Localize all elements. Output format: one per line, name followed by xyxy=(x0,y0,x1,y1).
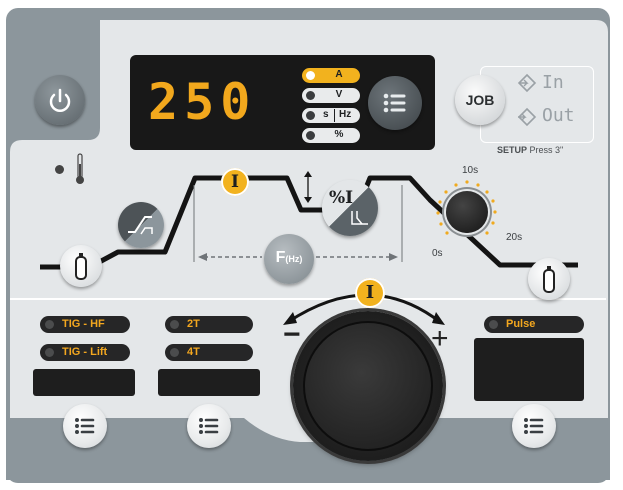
unit-volts: V xyxy=(302,88,360,103)
job-label: JOB xyxy=(465,92,495,108)
current-indicator: I xyxy=(221,168,249,196)
start-mode-tig-lift: TIG - Lift xyxy=(40,344,130,361)
display-panel: 250 A V s Hz % xyxy=(130,55,435,150)
thermal-led xyxy=(55,165,64,174)
pulse-current-label: %I xyxy=(329,188,354,208)
job-out-label: Out xyxy=(542,105,575,126)
setup-press: Press 3" xyxy=(529,145,564,155)
gas-bottle-icon xyxy=(75,253,87,280)
pulse-mode: Pulse xyxy=(484,316,584,333)
plus-label: + xyxy=(431,322,449,355)
trigger-mode-2t: 2T xyxy=(165,316,253,333)
upslope-button[interactable] xyxy=(118,202,164,248)
job-button[interactable]: JOB xyxy=(455,75,505,125)
menu-list-icon xyxy=(75,418,95,434)
gas-bottle-icon xyxy=(543,266,555,293)
setup-label: SETUP xyxy=(497,145,528,155)
start-mode-tig-hf: TIG - HF xyxy=(40,316,130,333)
menu-list-icon xyxy=(199,418,219,434)
trigger-mode-4t: 4T xyxy=(165,344,253,361)
power-icon xyxy=(49,88,71,112)
frequency-button[interactable]: F(Hz) xyxy=(264,234,314,284)
start-mode-button[interactable] xyxy=(63,404,107,448)
pulse-shape-icon xyxy=(351,211,368,225)
timer-label-0s: 0s xyxy=(432,248,443,259)
pulse-current-button[interactable]: %I xyxy=(322,180,378,236)
unit-seconds-hertz: s Hz xyxy=(302,108,360,123)
display-menu-button[interactable] xyxy=(368,76,422,130)
unit-percent: % xyxy=(302,128,360,143)
menu-list-icon xyxy=(383,93,406,113)
job-save-icon xyxy=(517,107,537,127)
downslope-timer-knob[interactable] xyxy=(446,191,488,233)
timer-label-10s: 10s xyxy=(462,165,479,176)
timer-label-20s: 20s xyxy=(506,232,523,243)
main-knob[interactable] xyxy=(293,311,443,461)
menu-list-icon xyxy=(524,418,544,434)
unit-amps: A xyxy=(302,68,360,83)
gas-preflow-button[interactable] xyxy=(60,245,102,287)
job-in-label: In xyxy=(542,72,564,93)
power-button[interactable] xyxy=(35,75,85,125)
cycle-line xyxy=(40,175,578,270)
pulse-mode-button[interactable] xyxy=(512,404,556,448)
upslope-icon xyxy=(128,216,153,235)
frequency-label: F(Hz) xyxy=(275,249,303,266)
trigger-mode-button[interactable] xyxy=(187,404,231,448)
display-value: 250 xyxy=(148,73,257,131)
gas-postflow-button[interactable] xyxy=(528,258,570,300)
main-knob-grip xyxy=(303,321,433,451)
job-load-icon xyxy=(517,73,537,93)
main-knob-current-indicator: I xyxy=(355,278,385,308)
minus-label: − xyxy=(283,318,301,351)
setup-hint: SETUP Press 3" xyxy=(497,145,563,155)
thermometer-icon xyxy=(76,153,84,184)
